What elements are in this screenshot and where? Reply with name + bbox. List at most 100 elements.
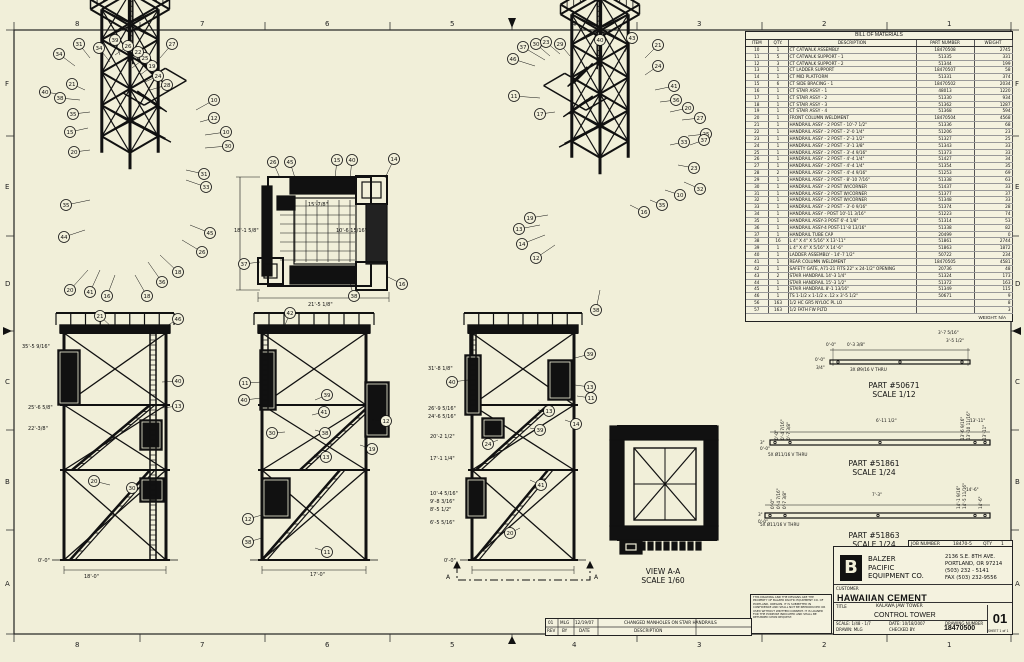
bom-cell: L 4" X 4" X 5/16" X 14'-6" xyxy=(788,244,917,253)
bom-cell: 18470504 xyxy=(916,114,975,123)
item-balloon xyxy=(84,286,96,298)
bom-cell: 41 xyxy=(746,258,769,266)
company-name: BALZER PACIFIC EQUIPMENT CO. xyxy=(868,555,924,581)
item-balloon xyxy=(682,102,694,114)
item-balloon xyxy=(73,38,85,50)
item-balloon-label: 24 xyxy=(155,74,162,80)
item-balloon xyxy=(331,154,343,166)
bom-cell: 53 xyxy=(974,217,1013,225)
item-balloon xyxy=(67,108,79,120)
bom-cell: 1220 xyxy=(974,87,1013,95)
bom-cell: CT CATWALK SUPPORT - 2 xyxy=(788,60,917,68)
item-balloon xyxy=(146,60,158,72)
bom-cell: CT STAIR ASSY - 4 xyxy=(788,107,917,116)
bom-cell: HANDRAIL ASSY - 2 POST - 3'-4 9/16" xyxy=(788,149,917,157)
bom-cell: 1 xyxy=(768,176,789,184)
bom-cell: 51331 xyxy=(916,73,975,82)
item-balloon xyxy=(161,79,173,91)
item-balloon xyxy=(267,156,279,168)
bom-cell: 36 xyxy=(746,224,769,232)
item-balloon xyxy=(590,304,602,316)
item-balloon-label: 38 xyxy=(57,96,64,102)
item-balloon-label: 27 xyxy=(169,42,176,48)
bom-cell: 35 xyxy=(974,162,1013,171)
bom-cell: 50722 xyxy=(916,251,975,259)
bom-cell: 1 xyxy=(768,162,789,171)
bom-cell: 18470505 xyxy=(916,258,975,266)
bom-cell: 0 xyxy=(974,231,1013,239)
bom-cell: 1872 xyxy=(974,244,1013,253)
bom-cell: 14 xyxy=(746,73,769,82)
item-balloon xyxy=(513,223,525,235)
bom-cell: 1 xyxy=(768,46,789,54)
bom-cell: 51330 xyxy=(916,94,975,102)
item-balloon xyxy=(694,183,706,195)
bom-cell: 42 xyxy=(746,265,769,273)
bom-cell: 10 xyxy=(746,46,769,54)
item-balloon xyxy=(543,405,555,417)
item-balloon-label: 27 xyxy=(697,116,704,122)
section-line-aa xyxy=(453,560,594,581)
item-balloon xyxy=(196,246,208,258)
phone-number: (503) 232 - 5141 xyxy=(945,568,989,574)
bom-cell: 1 xyxy=(768,251,789,259)
item-balloon-label: 37 xyxy=(520,45,527,51)
bom-cell: 11 xyxy=(746,53,769,61)
zone-label-left-C: C xyxy=(5,378,10,386)
item-balloon xyxy=(132,46,144,58)
bom-cell: HANDRAIL ASSY - 2 POST - 8'-10 7/16" xyxy=(788,176,917,184)
bom-cell: 1 xyxy=(768,210,789,218)
zone-label-bottom-2: 2 xyxy=(822,641,827,649)
bom-cell: 48013 xyxy=(916,87,975,95)
item-balloon-label: 40 xyxy=(241,398,248,404)
bom-cell: 69 xyxy=(974,169,1013,177)
bom-cell: 374 xyxy=(974,73,1013,82)
bom-cell: CT CATWALK SUPPORT - 1 xyxy=(788,53,917,61)
item-balloon-label: 40 xyxy=(175,379,182,385)
company-address: 2136 S.E. 8TH AVE. PORTLAND, OR 97214 (5… xyxy=(945,554,1002,582)
item-balloon-label: 31 xyxy=(76,42,83,48)
elev3-dim: 10'-4 5/16" xyxy=(430,491,458,497)
item-balloon xyxy=(584,348,596,360)
bom-cell: 9 xyxy=(974,292,1013,301)
bom-cell: 68 xyxy=(974,121,1013,129)
section-mark-right: A xyxy=(594,574,599,581)
item-balloon xyxy=(678,136,690,148)
item-balloon-label: 31 xyxy=(201,172,208,178)
part-2-dim: 13'-11" xyxy=(970,418,986,423)
elev3-dim: 9'-8 3/16" xyxy=(430,499,455,505)
bom-cell: 32 xyxy=(746,196,769,205)
bom-cell: 51335 xyxy=(916,53,975,61)
bom-cell: 38 xyxy=(746,237,769,246)
bom-cell: 51372 xyxy=(916,279,975,287)
bom-cell xyxy=(916,306,975,314)
item-balloon xyxy=(319,427,331,439)
item-balloon xyxy=(172,266,184,278)
item-balloon-label: 28 xyxy=(164,83,171,89)
elev3-dim: 26'-9 5/16" xyxy=(428,406,456,412)
elev3-dim: 6'-5 5/16" xyxy=(430,520,455,526)
bom-cell: 13 xyxy=(746,66,769,75)
bom-cell: HANDRAIL ASSY - 2 POST W/CORNER xyxy=(788,183,917,191)
bom-cell: CT MID PLATFORM xyxy=(788,73,917,82)
item-balloon-label: 33 xyxy=(203,185,210,191)
right-center-mark xyxy=(1012,327,1021,335)
item-balloon xyxy=(208,94,220,106)
elev1-dim: 22'-3/8" xyxy=(28,426,48,432)
elev1-dim: 25'-6 5/8" xyxy=(28,405,53,411)
part-51861-scale: SCALE 1/24 xyxy=(852,468,896,477)
zone-label-right-F: F xyxy=(1015,80,1020,88)
bom-cell: 51354 xyxy=(916,162,975,171)
bom-cell: HANDRAIL ASSY - 2 POST - 4'-4 9/16" xyxy=(788,169,917,177)
item-balloon xyxy=(346,154,358,166)
